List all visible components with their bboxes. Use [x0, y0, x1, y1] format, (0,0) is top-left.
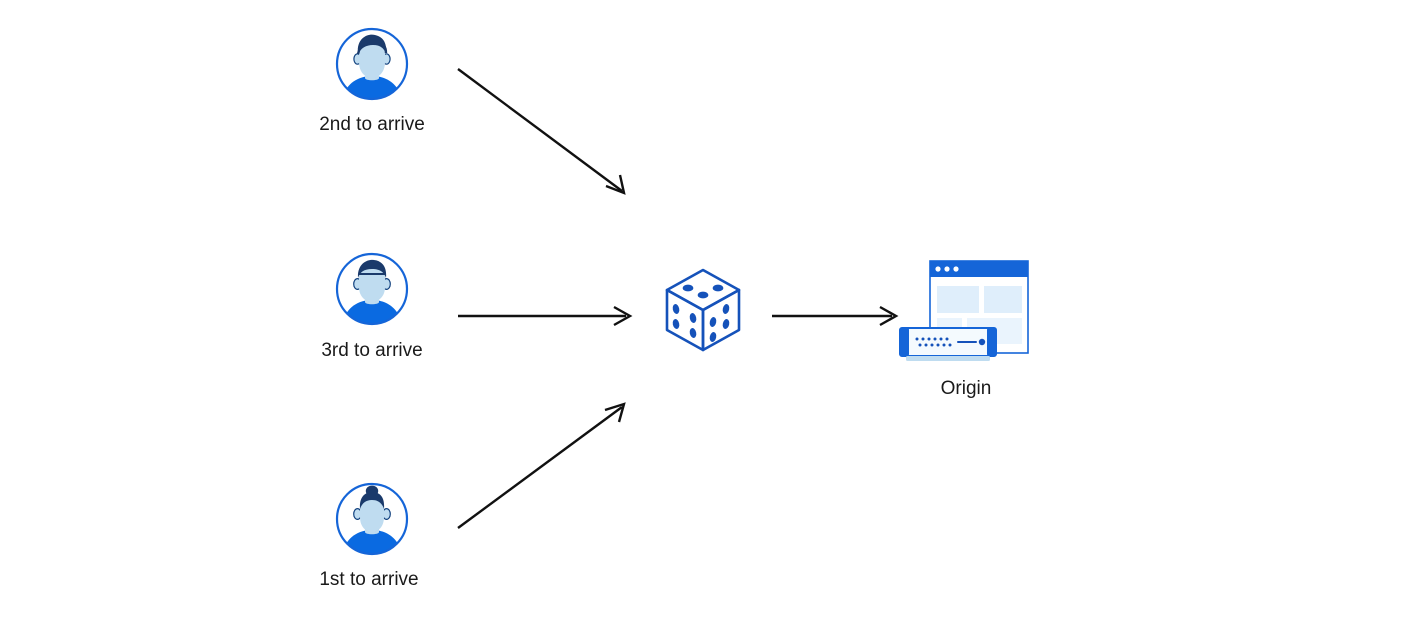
edge-2nd-to-dice — [457, 68, 626, 195]
node-label-user-3rd: 3rd to arrive — [321, 340, 423, 361]
node-dice[interactable] — [661, 266, 745, 354]
user-avatar-icon — [335, 482, 409, 556]
origin-server-browser-icon — [899, 260, 1029, 361]
node-origin[interactable] — [896, 256, 1036, 364]
node-label-user-2nd: 2nd to arrive — [319, 114, 425, 135]
edge-3rd-to-dice — [458, 305, 633, 327]
node-user-3rd[interactable] — [334, 251, 410, 327]
user-avatar-icon — [335, 252, 409, 326]
node-user-2nd[interactable] — [334, 26, 410, 102]
dice-cube-icon — [665, 268, 741, 352]
node-user-1st[interactable] — [334, 481, 410, 557]
node-label-user-1st: 1st to arrive — [319, 569, 419, 590]
edge-dice-to-origin — [772, 305, 899, 327]
node-label-origin: Origin — [940, 378, 992, 399]
edge-1st-to-dice — [457, 402, 626, 529]
server-device — [899, 327, 997, 361]
user-avatar-icon — [335, 27, 409, 101]
